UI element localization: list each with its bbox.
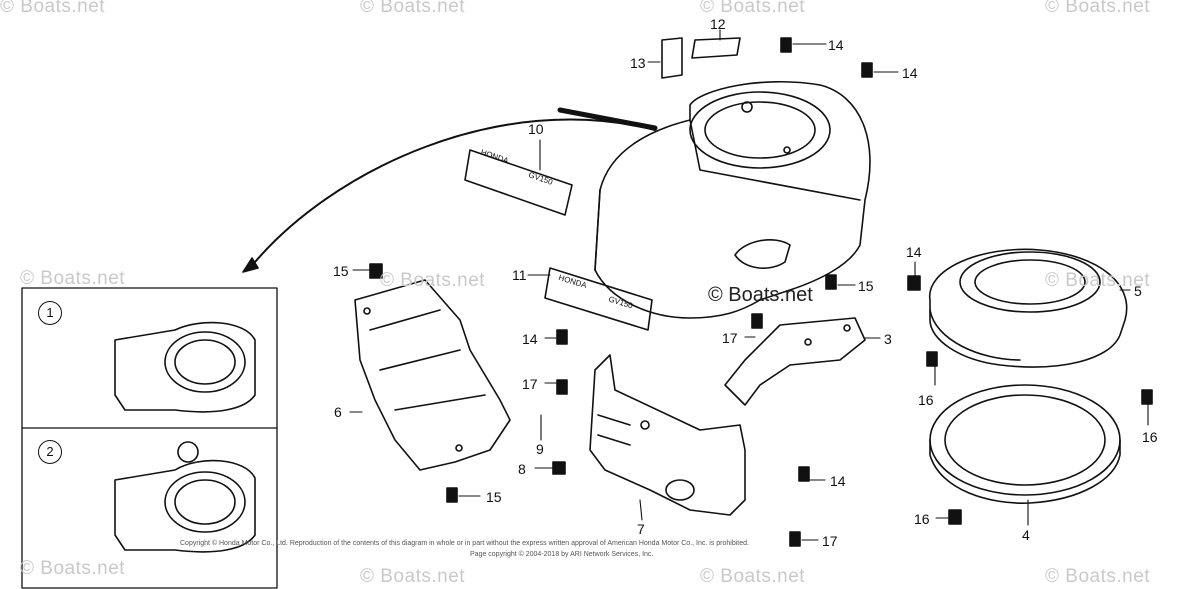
watermark: © Boats.net: [1045, 566, 1151, 587]
watermark: © Boats.net: [380, 270, 486, 291]
watermark: © Boats.net: [0, 0, 106, 17]
callout: 15: [486, 489, 502, 505]
callout: 16: [918, 392, 934, 408]
watermark-center: © Boats.net: [708, 284, 813, 306]
callout: 7: [637, 521, 645, 537]
option-1-cover: [114, 321, 256, 413]
watermark: © Boats.net: [360, 566, 466, 587]
callout: 11: [512, 267, 527, 283]
bracket-part: [724, 317, 866, 406]
leader-arrow: [249, 118, 656, 269]
callout: 14: [522, 331, 538, 347]
callout: 10: [528, 121, 544, 137]
callout: 15: [858, 278, 874, 294]
leader-arrow-thick: [557, 107, 658, 131]
callout: 17: [822, 533, 838, 549]
callout: 6: [334, 404, 342, 420]
option-box: [21, 287, 278, 589]
lower-shroud-part: [589, 354, 746, 516]
option-marker: 1: [38, 301, 62, 325]
watermark: © Boats.net: [360, 0, 466, 17]
watermark: © Boats.net: [20, 268, 126, 289]
callout: 17: [722, 330, 738, 346]
watermark: © Boats.net: [1045, 0, 1151, 17]
callout: 9: [536, 441, 544, 457]
watermark: © Boats.net: [700, 0, 806, 17]
callout: 17: [522, 376, 538, 392]
watermark: © Boats.net: [1045, 270, 1151, 291]
callout: 14: [906, 244, 922, 260]
callout: 13: [630, 55, 646, 71]
callout: 16: [914, 511, 930, 527]
callout: 8: [518, 461, 526, 477]
copyright-line: Page copyright © 2004-2018 by ARI Networ…: [470, 551, 654, 558]
fan-cover-part: [594, 80, 871, 319]
option-marker: 2: [38, 440, 62, 464]
decal-11: [544, 267, 653, 331]
callout: 3: [884, 331, 892, 347]
leader-arrow-head: [242, 257, 259, 273]
copyright-line: Copyright © Honda Motor Co., Ltd. Reprod…: [180, 540, 749, 547]
decal-12: [691, 37, 741, 59]
callout: 4: [1022, 527, 1030, 543]
watermark: © Boats.net: [20, 558, 126, 579]
callout: 14: [830, 473, 846, 489]
callout: 12: [710, 16, 726, 32]
decal-10: [464, 149, 573, 216]
option-2-cover: [114, 441, 256, 553]
callout: 16: [1142, 429, 1158, 445]
watermark: © Boats.net: [700, 566, 806, 587]
decal-13: [661, 37, 683, 79]
callout: 14: [828, 37, 844, 53]
callout: 5: [1134, 283, 1142, 299]
callout: 14: [902, 65, 918, 81]
callout: 15: [333, 263, 349, 279]
bolts: [369, 37, 1153, 547]
recoil-cover-part: [929, 248, 1128, 368]
ring-plate-part: [929, 384, 1121, 504]
shroud-part: [354, 279, 511, 471]
